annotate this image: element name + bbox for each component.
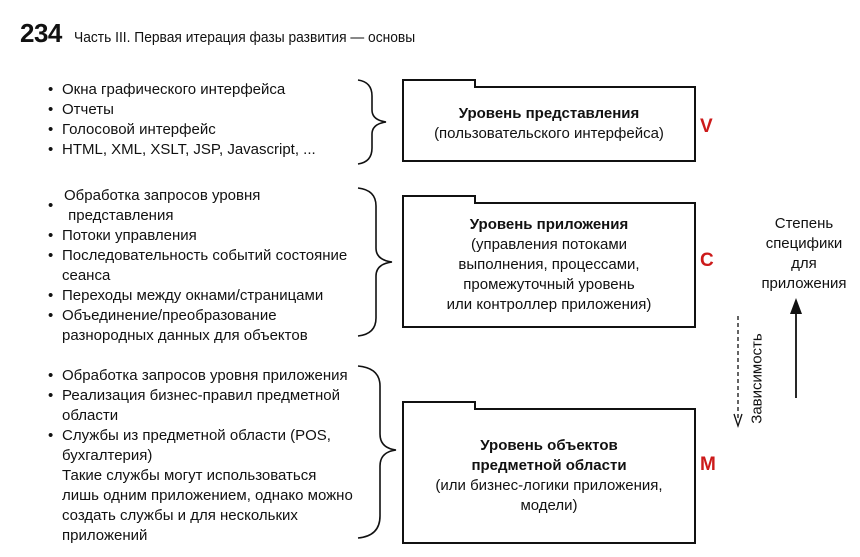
list-item: • Потоки управления <box>46 226 347 246</box>
specificity-line: приложения <box>761 275 847 292</box>
layer-subtitle-line: или контроллер приложения) <box>446 296 652 313</box>
list-item: • Отчеты <box>46 100 316 120</box>
bullet-text: Окна графического интерфейса <box>62 81 286 98</box>
page-header: 234 Часть III. Первая итерация фазы разв… <box>20 18 445 49</box>
bullet-dot-icon: • <box>48 81 54 98</box>
chapter-title: Часть III. Первая итерация фазы развития… <box>73 29 416 46</box>
layer-subtitle: (пользовательского интерфейса) <box>434 125 664 142</box>
bullet-line: лишь одним приложением, однако можно <box>62 487 353 504</box>
model-bullet-list: • Обработка запросов уровня приложения • Р… <box>46 366 353 546</box>
brace-view-icon <box>357 79 387 165</box>
bullet-line: Реализация бизнес-правил предметной <box>62 387 340 404</box>
bullet-text: Такие службы могут использоваться лишь од… <box>62 466 353 546</box>
page-number: 234 <box>20 18 62 48</box>
bullet-text: Объединение/преобразование разнородных да… <box>62 306 308 346</box>
bullet-text: Переходы между окнами/страницами <box>62 287 324 304</box>
bullet-dot-icon: • <box>48 197 54 214</box>
list-item: • Обработка запросов уровня приложения <box>46 366 353 386</box>
bullet-text: Отчеты <box>62 101 114 118</box>
view-bullet-list: • Окна графического интерфейса • Отчеты • Г… <box>46 80 316 160</box>
bullet-dot-icon: • <box>48 307 54 324</box>
layer-subtitle-line: (управления потоками <box>470 236 628 253</box>
bullet-line: Такие службы могут использоваться <box>62 467 317 484</box>
list-item: • HTML, XML, XSLT, JSP, Javascript, ... <box>46 140 316 160</box>
mvc-letter-m: M <box>700 454 716 475</box>
bullet-text: Обработка запросов уровня представления <box>62 186 260 226</box>
bullet-text: Потоки управления <box>62 227 197 244</box>
list-item: • Последовательность событий состояние сеа… <box>46 246 347 286</box>
list-item: Такие службы могут использоваться лишь од… <box>46 466 353 546</box>
specificity-label: Степень специфики для приложения <box>756 214 852 294</box>
brace-controller-icon <box>357 187 393 337</box>
bullet-dot-icon: • <box>48 101 54 118</box>
folder-tab <box>402 195 476 204</box>
bullet-text: Службы из предметной области (POS, бухгал… <box>62 426 331 466</box>
bullet-text: Реализация бизнес-правил предметной облас… <box>62 386 340 426</box>
bullet-dot-icon: • <box>48 247 54 264</box>
bullet-dot-icon: • <box>48 141 54 158</box>
bullet-line: области <box>62 407 119 424</box>
bullet-line: создать службы и для нескольких <box>62 507 298 524</box>
bullet-text: HTML, XML, XSLT, JSP, Javascript, ... <box>62 141 316 158</box>
list-item: • Обработка запросов уровня представления <box>46 186 347 226</box>
layer-title: Уровень приложения <box>469 216 629 233</box>
list-item: • Окна графического интерфейса <box>46 80 316 100</box>
controller-bullet-list: • Обработка запросов уровня представления… <box>46 186 347 346</box>
layer-title-line: Уровень объектов <box>480 437 618 454</box>
bullet-line: представления <box>68 207 174 224</box>
view-layer-box: Уровень представления (пользовательского… <box>402 79 696 162</box>
bullet-dot-icon: • <box>48 427 54 444</box>
bullet-line: Последовательность событий состояние <box>62 247 348 264</box>
specificity-line: для <box>791 255 817 272</box>
brace-model-icon <box>357 365 397 539</box>
folder-tab <box>402 401 476 410</box>
bullet-dot-icon: • <box>48 287 54 304</box>
bullet-text: Обработка запросов уровня приложения <box>62 367 348 384</box>
mvc-letter-v: V <box>700 116 713 137</box>
layer-subtitle-line: (или бизнес-логики приложения, <box>435 477 663 494</box>
bullet-line: Обработка запросов уровня <box>64 187 261 204</box>
layer-subtitle-line: модели) <box>520 497 578 514</box>
bullet-line: Объединение/преобразование <box>62 307 277 324</box>
specificity-arrow-head-icon <box>790 298 802 314</box>
bullet-dot-icon: • <box>48 227 54 244</box>
model-layer-box: Уровень объектов предметной области (или… <box>402 401 696 544</box>
list-item: • Голосовой интерфейс <box>46 120 316 140</box>
bullet-text: Последовательность событий состояние сеан… <box>62 246 347 286</box>
layer-subtitle-line: выполнения, процессами, <box>458 256 640 273</box>
bullet-line: бухгалтерия) <box>62 447 153 464</box>
bullet-text: Голосовой интерфейс <box>62 121 216 138</box>
list-item: • Переходы между окнами/страницами <box>46 286 347 306</box>
specificity-line: специфики <box>765 235 843 252</box>
list-item: • Службы из предметной области (POS, бухга… <box>46 426 353 466</box>
bullet-line: Службы из предметной области (POS, <box>62 427 331 444</box>
folder-tab <box>402 79 476 88</box>
specificity-line: Степень <box>774 215 834 232</box>
list-item: • Объединение/преобразование разнородных д… <box>46 306 347 346</box>
bullet-dot-icon: • <box>48 121 54 138</box>
bullet-dot-icon: • <box>48 367 54 384</box>
layer-title-line: предметной области <box>471 457 627 474</box>
bullet-line: сеанса <box>62 267 111 284</box>
bullet-line: приложений <box>62 527 148 544</box>
dependency-label: Зависимость <box>748 333 766 424</box>
dependency-arrow-head-icon <box>733 413 743 429</box>
mvc-letter-c: C <box>700 250 714 271</box>
controller-layer-box: Уровень приложения (управления потоками … <box>402 195 696 328</box>
layer-title: Уровень представления <box>458 105 640 122</box>
layer-subtitle-line: промежуточный уровень <box>463 276 635 293</box>
list-item: • Реализация бизнес-правил предметной обла… <box>46 386 353 426</box>
bullet-dot-icon: • <box>48 387 54 404</box>
bullet-line: разнородных данных для объектов <box>62 327 308 344</box>
